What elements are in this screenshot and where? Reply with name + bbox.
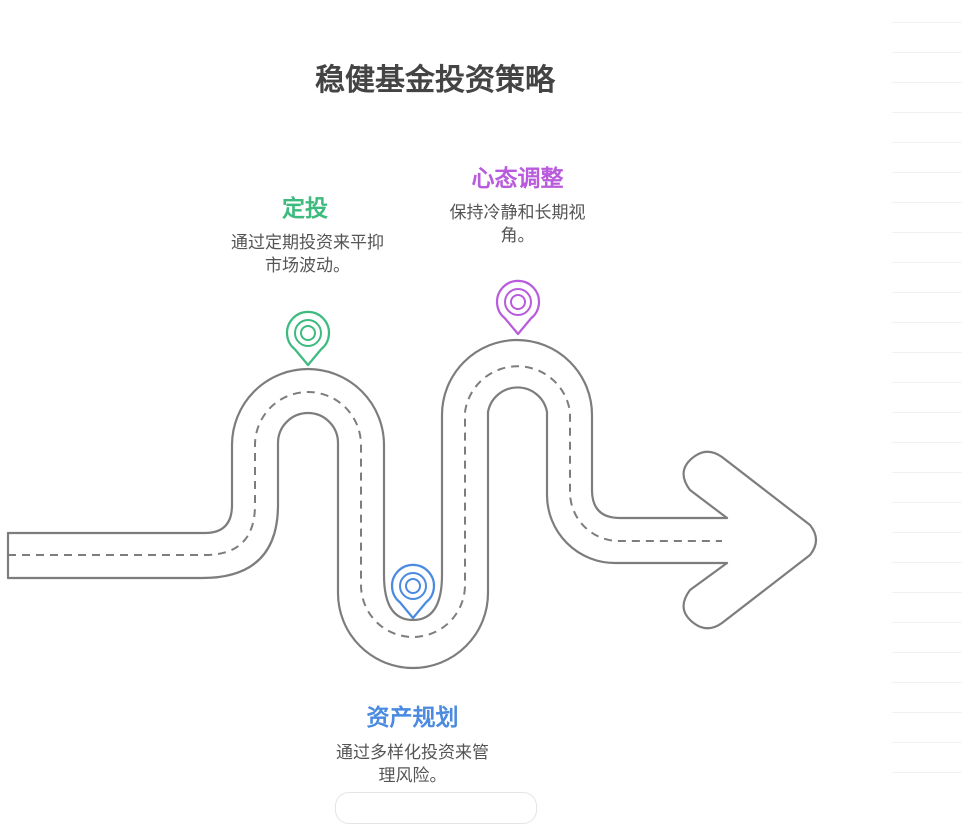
page-title: 稳健基金投资策略: [315, 63, 555, 98]
faint-line: [892, 502, 962, 503]
faint-line: [892, 202, 962, 203]
faint-line: [892, 682, 962, 683]
pin-zichan: [390, 563, 436, 620]
step-heading-dingtou: 定投: [282, 196, 328, 222]
desc-line: 通过定期投资来平抑: [231, 233, 384, 253]
desc-line: 保持冷静和长期视: [449, 203, 586, 223]
faint-line: [892, 382, 962, 383]
faint-line: [892, 112, 962, 113]
right-faint-lines: [892, 0, 962, 799]
faint-line: [892, 412, 962, 413]
faint-line: [892, 562, 962, 563]
faint-line: [892, 22, 962, 23]
step-desc-zichan: 通过多样化投资来管 理风险。: [315, 742, 510, 788]
step-heading-zichan: 资产规划: [366, 705, 459, 731]
pin-ring: [405, 578, 421, 594]
faint-line: [892, 52, 962, 53]
step-desc-dingtou: 通过定期投资来平抑 市场波动。: [210, 232, 405, 278]
step-desc-xintai: 保持冷静和长期视 角。: [430, 202, 605, 248]
pin-ring: [510, 294, 526, 310]
faint-line: [892, 532, 962, 533]
pin-xintai: [495, 279, 541, 336]
faint-line: [892, 442, 962, 443]
faint-line: [892, 142, 962, 143]
pin-ring: [300, 325, 316, 341]
pin-ring: [504, 288, 532, 316]
faint-line: [892, 472, 962, 473]
desc-line: 角。: [500, 226, 535, 246]
faint-line: [892, 592, 962, 593]
road-edge-upper: [6, 338, 729, 622]
pin-dingtou: [285, 310, 331, 367]
faint-line: [892, 742, 962, 743]
road-diagram: [6, 279, 818, 670]
road-center-dashes: [8, 365, 722, 638]
desc-line: 市场波动。: [265, 256, 350, 276]
faint-line: [892, 712, 962, 713]
step-heading-xintai: 心态调整: [471, 166, 564, 192]
faint-line: [892, 322, 962, 323]
faint-line: [892, 292, 962, 293]
faint-line: [892, 232, 962, 233]
faint-line: [892, 262, 962, 263]
road-arrow-head: [682, 450, 818, 630]
pin-ring: [294, 319, 322, 347]
faint-line: [892, 352, 962, 353]
faint-line: [892, 82, 962, 83]
faint-line: [892, 172, 962, 173]
desc-line: 理风险。: [378, 766, 447, 786]
faint-line: [892, 772, 962, 773]
pin-ring: [399, 572, 427, 600]
desc-line: 通过多样化投资来管: [336, 743, 489, 763]
bottom-panel-edge: [335, 792, 537, 824]
road-edge-lower: [6, 386, 729, 670]
faint-line: [892, 622, 962, 623]
faint-line: [892, 652, 962, 653]
